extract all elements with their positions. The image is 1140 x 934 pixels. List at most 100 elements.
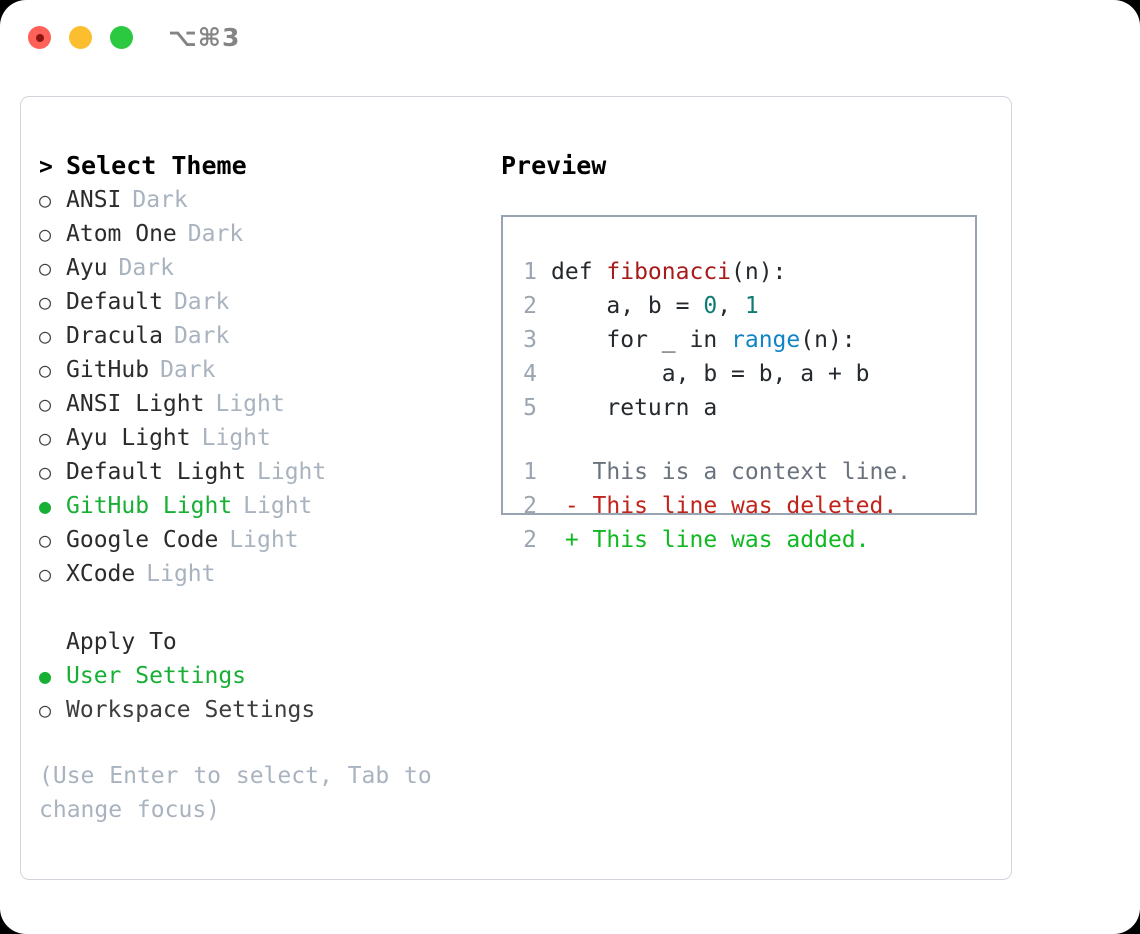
code-token-call: range — [731, 327, 801, 353]
theme-item[interactable]: ○ Default Dark — [39, 285, 489, 319]
theme-name: Default — [66, 289, 163, 315]
code-token-plain: , — [717, 293, 745, 319]
line-number: 2 — [523, 527, 537, 553]
theme-name: GitHub Light — [66, 493, 233, 519]
code-token-plain: a, b = — [551, 293, 704, 319]
theme-variant-tag: Light — [257, 459, 327, 485]
code-line: 2 a, b = 0, 1 — [503, 289, 975, 323]
radio-unselected-icon[interactable]: ○ — [39, 290, 52, 314]
theme-name: Dracula — [66, 323, 163, 349]
theme-name: Atom One — [66, 221, 177, 247]
theme-item[interactable]: ○ GitHub Dark — [39, 353, 489, 387]
radio-unselected-icon[interactable]: ○ — [39, 426, 52, 450]
theme-name: GitHub — [66, 357, 150, 383]
code-token-plain: for _ in — [551, 327, 732, 353]
apply-to-label: Workspace Settings — [66, 697, 316, 723]
window-controls — [28, 26, 133, 49]
radio-unselected-icon[interactable]: ○ — [39, 698, 52, 722]
radio-selected-icon[interactable]: ● — [39, 494, 52, 518]
apply-to-option[interactable]: ● User Settings — [39, 659, 489, 693]
line-number: 1 — [523, 459, 537, 485]
apply-to-header: Apply To — [39, 625, 489, 659]
page-title: Select Theme — [66, 151, 247, 180]
theme-variant-tag: Light — [243, 493, 313, 519]
code-line: 5 return a — [503, 391, 975, 425]
line-number: 1 — [523, 259, 537, 285]
section-spacer — [39, 591, 489, 625]
line-number: 5 — [523, 395, 537, 421]
radio-unselected-icon[interactable]: ○ — [39, 562, 52, 586]
theme-name: XCode — [66, 561, 136, 587]
code-token-fn: fibonacci — [606, 259, 732, 285]
code-token-plain: def — [551, 259, 607, 285]
diff-text-context: This is a context line. — [551, 459, 912, 485]
theme-variant-tag: Dark — [132, 187, 188, 213]
radio-unselected-icon[interactable]: ○ — [39, 460, 52, 484]
close-button[interactable] — [28, 26, 51, 49]
maximize-button[interactable] — [110, 26, 133, 49]
radio-unselected-icon[interactable]: ○ — [39, 392, 52, 416]
radio-unselected-icon[interactable]: ○ — [39, 222, 52, 246]
theme-item[interactable]: ● GitHub Light Light — [39, 489, 489, 523]
theme-item[interactable]: ○ ANSI Light Light — [39, 387, 489, 421]
apply-to-list: ● User Settings ○ Workspace Settings — [39, 659, 489, 727]
theme-name: ANSI — [66, 187, 122, 213]
code-token-plain: (n): — [800, 327, 856, 353]
theme-item[interactable]: ○ Ayu Dark — [39, 251, 489, 285]
code-token-plain: return a — [551, 395, 718, 421]
line-number: 2 — [523, 493, 537, 519]
code-text: return a — [551, 391, 717, 425]
theme-variant-tag: Dark — [173, 323, 230, 349]
code-line: 4 a, b = b, a + b — [503, 357, 975, 391]
code-token-num: 0 — [703, 293, 718, 319]
select-theme-header: > Select Theme — [39, 149, 489, 183]
keyboard-shortcut-label: ⌥⌘3 — [168, 23, 241, 52]
theme-variant-tag: Dark — [160, 357, 216, 383]
theme-item[interactable]: ○ ANSI Dark — [39, 183, 489, 217]
radio-unselected-icon[interactable]: ○ — [39, 324, 52, 348]
code-text: a, b = 0, 1 — [551, 289, 758, 323]
minimize-button[interactable] — [69, 26, 92, 49]
keyboard-hint: (Use Enter to select, Tab to change focu… — [39, 763, 447, 823]
apply-to-label: User Settings — [66, 663, 247, 689]
apply-to-title: Apply To — [66, 629, 177, 655]
apply-to-option[interactable]: ○ Workspace Settings — [39, 693, 489, 727]
theme-name: Google Code — [66, 527, 219, 553]
line-number: 4 — [523, 361, 537, 387]
line-number: 2 — [523, 293, 537, 319]
theme-variant-tag: Dark — [118, 255, 174, 281]
radio-unselected-icon[interactable]: ○ — [39, 188, 52, 212]
theme-name: Ayu — [66, 255, 108, 281]
diff-text-delete: - This line was deleted. — [551, 493, 898, 519]
prompt-arrow-icon: > — [39, 154, 53, 180]
theme-variant-tag: Light — [215, 391, 285, 417]
code-line: 1 def fibonacci(n): — [503, 255, 975, 289]
code-text: a, b = b, a + b — [551, 357, 870, 391]
theme-variant-tag: Dark — [173, 289, 230, 315]
diff-line: 1 This is a context line. — [503, 455, 975, 489]
title-bar: ⌥⌘3 — [0, 0, 1140, 78]
line-number: 3 — [523, 327, 537, 353]
theme-variant-tag: Light — [146, 561, 216, 587]
diff-line: 2 - This line was deleted. — [503, 489, 975, 523]
theme-name: ANSI Light — [66, 391, 205, 417]
code-token-plain: (n): — [731, 259, 787, 285]
code-text: for _ in range(n): — [551, 323, 856, 357]
theme-item[interactable]: ○ Dracula Dark — [39, 319, 489, 353]
radio-unselected-icon[interactable]: ○ — [39, 358, 52, 382]
radio-selected-icon[interactable]: ● — [39, 664, 52, 688]
diff-text-add: + This line was added. — [551, 527, 870, 553]
radio-unselected-icon[interactable]: ○ — [39, 528, 52, 552]
diff-spacer — [503, 425, 975, 455]
radio-unselected-icon[interactable]: ○ — [39, 256, 52, 280]
theme-item[interactable]: ○ XCode Light — [39, 557, 489, 591]
